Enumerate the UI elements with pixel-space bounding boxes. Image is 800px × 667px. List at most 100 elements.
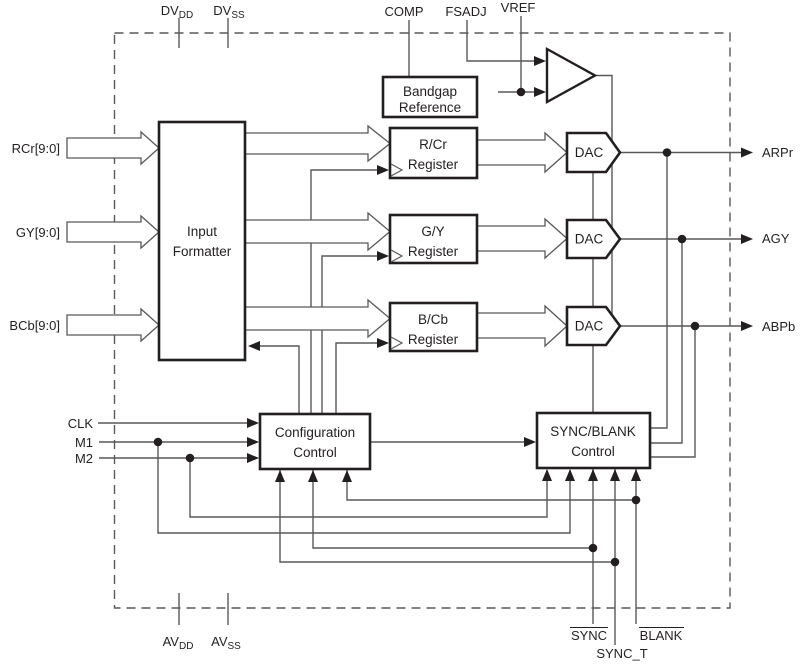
junction-blank xyxy=(631,495,641,505)
arrowhead-abpb xyxy=(741,321,753,331)
dac-g-label: DAC xyxy=(575,232,604,247)
junction-vref xyxy=(516,87,526,97)
pin-label-vref: VREF xyxy=(501,0,536,15)
wire-reference xyxy=(595,74,613,326)
input-arrow-rcr xyxy=(66,130,160,166)
pin-label-avdd: AVDD xyxy=(163,634,194,652)
arrowhead-arpr xyxy=(741,147,753,158)
arrowhead-clock-rcr xyxy=(377,165,389,175)
bandgap-label-2: Reference xyxy=(399,100,461,115)
wire-clock-gy xyxy=(321,255,379,414)
bus-bcb-to-dac xyxy=(476,304,568,348)
reference-buffer-triangle xyxy=(545,46,598,105)
arrowhead-config-to-formatter xyxy=(248,341,260,351)
configuration-control-block xyxy=(258,412,372,471)
junction-m2 xyxy=(185,453,195,463)
dac-r-block xyxy=(565,131,622,174)
wires xyxy=(98,16,744,645)
wire-synct-to-config xyxy=(279,470,615,563)
sync-blank-control-block xyxy=(535,411,652,470)
input-arrow-bcb xyxy=(66,307,160,343)
arrowhead-clk xyxy=(247,418,259,428)
bus-formatter-to-gy xyxy=(244,211,392,252)
junction-dots xyxy=(153,87,700,567)
input-formatter-block xyxy=(157,120,247,362)
bus-formatter-to-rcr xyxy=(244,124,392,163)
gy-label-1: G/Y xyxy=(421,224,444,239)
junction-agy xyxy=(677,234,687,244)
wire-m2-branch xyxy=(189,458,548,518)
clock-wedge-rcr xyxy=(390,163,404,177)
pin-label-blank: BLANK xyxy=(640,628,683,643)
arrowhead-config-to-syncblank xyxy=(524,437,536,447)
syncblank-label-2: Control xyxy=(571,444,615,459)
arrowheads xyxy=(247,56,753,482)
arrowhead-m1 xyxy=(247,437,259,447)
pin-label-m1: M1 xyxy=(75,435,93,450)
bandgap-reference-block xyxy=(381,75,479,119)
wire-sync-to-config xyxy=(312,470,593,549)
wire-m1-branch xyxy=(157,442,571,534)
pin-label-clk: CLK xyxy=(68,416,94,431)
wire-config-to-formatter xyxy=(252,345,300,414)
dac-g-block xyxy=(565,218,622,260)
arrowhead-syncblank-bottom-5 xyxy=(631,469,641,481)
arrowhead-syncblank-bottom-4 xyxy=(610,469,620,481)
junction-m1 xyxy=(153,437,163,447)
arrowhead-clock-bcb xyxy=(377,338,389,348)
dac-b-block xyxy=(565,305,622,347)
pin-label-dvss: DVSS xyxy=(213,3,245,21)
gy-register-block xyxy=(388,213,479,265)
bcb-label-2: Register xyxy=(408,332,459,347)
bus-formatter-to-bcb xyxy=(244,298,392,339)
arrowhead-syncblank-bottom-2 xyxy=(565,469,575,481)
dac-b-label: DAC xyxy=(575,319,604,334)
junction-arpr xyxy=(662,148,672,157)
arrowhead-clock-gy xyxy=(377,251,389,261)
wire-fsadj xyxy=(466,20,536,62)
clock-wedge-gy xyxy=(390,249,404,263)
clock-wedges xyxy=(390,163,404,350)
arrowhead-syncblank-bottom-1 xyxy=(542,469,552,481)
wire-arpr-feedback xyxy=(650,152,668,429)
wire-agy-feedback xyxy=(650,239,683,444)
pin-label-gy: GY[9:0] xyxy=(16,225,60,240)
bus-rcr-to-dac xyxy=(476,131,568,174)
pin-label-bcb: BCb[9:0] xyxy=(9,318,60,333)
bus-arrows xyxy=(66,124,568,348)
arrowhead-vref xyxy=(534,87,546,97)
rcr-label-1: R/Cr xyxy=(419,137,447,152)
rcr-register-block xyxy=(388,126,479,180)
arrowhead-fsadj xyxy=(534,56,546,66)
pin-label-fsadj: FSADJ xyxy=(445,4,486,19)
pin-label-comp: COMP xyxy=(385,4,424,19)
config-label-2: Control xyxy=(293,445,337,460)
pin-label-m2: M2 xyxy=(75,451,93,466)
pin-label-avss: AVSS xyxy=(211,634,241,652)
pin-label-agy: AGY xyxy=(762,231,790,246)
arrowhead-m2 xyxy=(247,453,259,463)
arrowhead-agy xyxy=(741,234,753,244)
wire-abpb-feedback xyxy=(650,326,696,458)
arrowhead-config-bottom-1 xyxy=(275,470,285,482)
clock-wedge-bcb xyxy=(390,336,404,350)
bandgap-label-1: Bandgap xyxy=(403,84,457,99)
junction-abpb xyxy=(690,321,700,331)
pin-label-abpb: ABPb xyxy=(762,319,795,334)
input-arrow-gy xyxy=(66,214,160,250)
pin-label-sync: SYNC xyxy=(571,628,607,643)
labels: DVDD DVSS COMP FSADJ VREF RCr[9:0] GY[9:… xyxy=(9,0,795,661)
syncblank-label-1: SYNC/BLANK xyxy=(550,424,636,439)
formatter-label-1: Input xyxy=(187,224,217,239)
dac-r-label: DAC xyxy=(575,145,604,160)
bcb-label-1: B/Cb xyxy=(418,312,448,327)
pin-label-dvdd: DVDD xyxy=(161,3,194,21)
arrowhead-config-bottom-3 xyxy=(342,470,352,482)
wire-clock-bcb xyxy=(335,342,379,414)
arrowhead-config-bottom-2 xyxy=(308,470,318,482)
bus-gy-to-dac xyxy=(476,217,568,260)
pin-label-sync-t: SYNC_T xyxy=(596,646,647,661)
pin-label-rcr: RCr[9:0] xyxy=(12,141,60,156)
